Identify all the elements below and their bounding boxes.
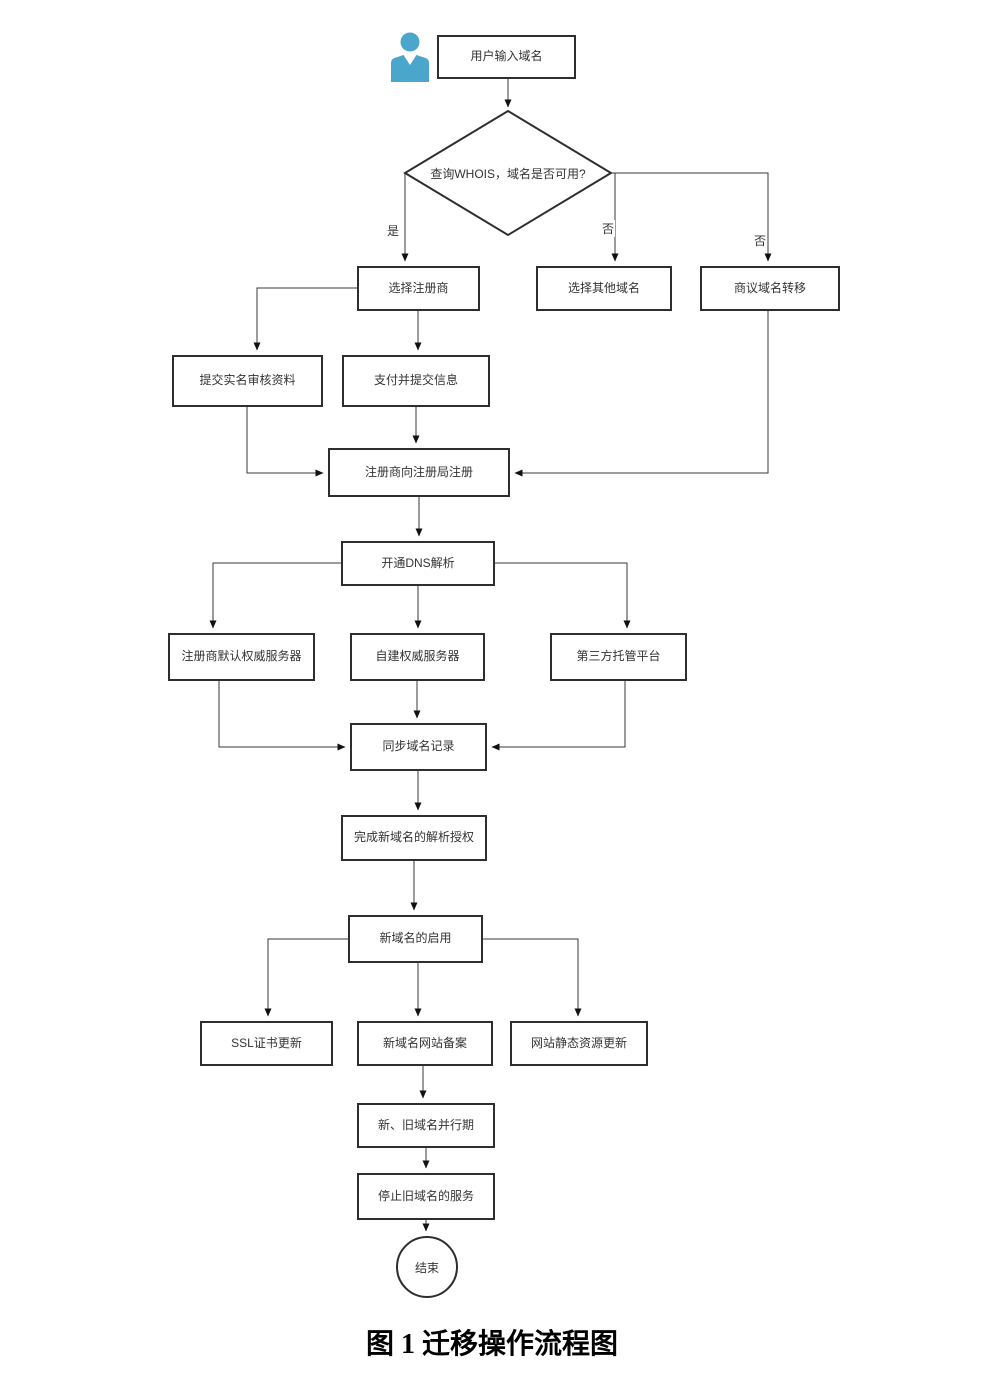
node-website-filing: 新域名网站备案: [357, 1021, 493, 1066]
decision-diamond-shape: [403, 109, 613, 237]
node-enable-new-domain: 新域名的启用: [348, 915, 483, 963]
node-negotiate-transfer: 商议域名转移: [700, 266, 840, 311]
node-parallel-period: 新、旧域名并行期: [357, 1103, 495, 1148]
node-sync-records: 同步域名记录: [350, 723, 487, 771]
node-decision-label: 查询WHOIS，域名是否可用?: [430, 166, 586, 181]
branch-label-no-transfer: 否: [753, 232, 768, 249]
node-registrar-default-ns: 注册商默认权威服务器: [168, 633, 315, 681]
node-self-built-ns: 自建权威服务器: [350, 633, 485, 681]
node-submit-realname: 提交实名审核资料: [172, 355, 323, 407]
edge-thirdparty-sync: [491, 681, 626, 751]
node-static-update: 网站静态资源更新: [510, 1021, 648, 1066]
edge-registrar-realname: [253, 287, 357, 351]
edge-default-sync: [218, 681, 346, 751]
node-pay-submit: 支付并提交信息: [342, 355, 490, 407]
edge-transfer-register: [514, 311, 769, 477]
node-start: 用户输入域名: [437, 35, 576, 79]
edge-enable-ssl: [264, 938, 348, 1017]
node-enable-dns: 开通DNS解析: [341, 541, 495, 586]
end-circle-shape: [396, 1236, 458, 1298]
branch-label-yes: 是: [386, 222, 401, 239]
node-complete-auth: 完成新域名的解析授权: [341, 815, 487, 861]
figure-caption: 图 1 迁移操作流程图: [365, 1329, 618, 1360]
node-choose-registrar: 选择注册商: [357, 266, 480, 311]
node-third-party-platform: 第三方托管平台: [550, 633, 687, 681]
edge-enable-static: [483, 938, 582, 1017]
node-end-label: 结束: [414, 1260, 439, 1275]
node-choose-other: 选择其他域名: [536, 266, 672, 311]
node-ssl-update: SSL证书更新: [200, 1021, 333, 1066]
edge-realname-register: [246, 407, 324, 477]
node-registrar-register: 注册商向注册局注册: [328, 448, 510, 497]
edge-dns-default: [209, 562, 341, 629]
edge-decision-no-transfer: [611, 172, 772, 262]
edge-decision-yes: [401, 172, 412, 262]
edge-dns-thirdparty: [495, 562, 631, 629]
user-icon: [391, 32, 429, 82]
branch-label-no-other: 否: [601, 220, 616, 237]
node-stop-old: 停止旧域名的服务: [357, 1173, 495, 1220]
